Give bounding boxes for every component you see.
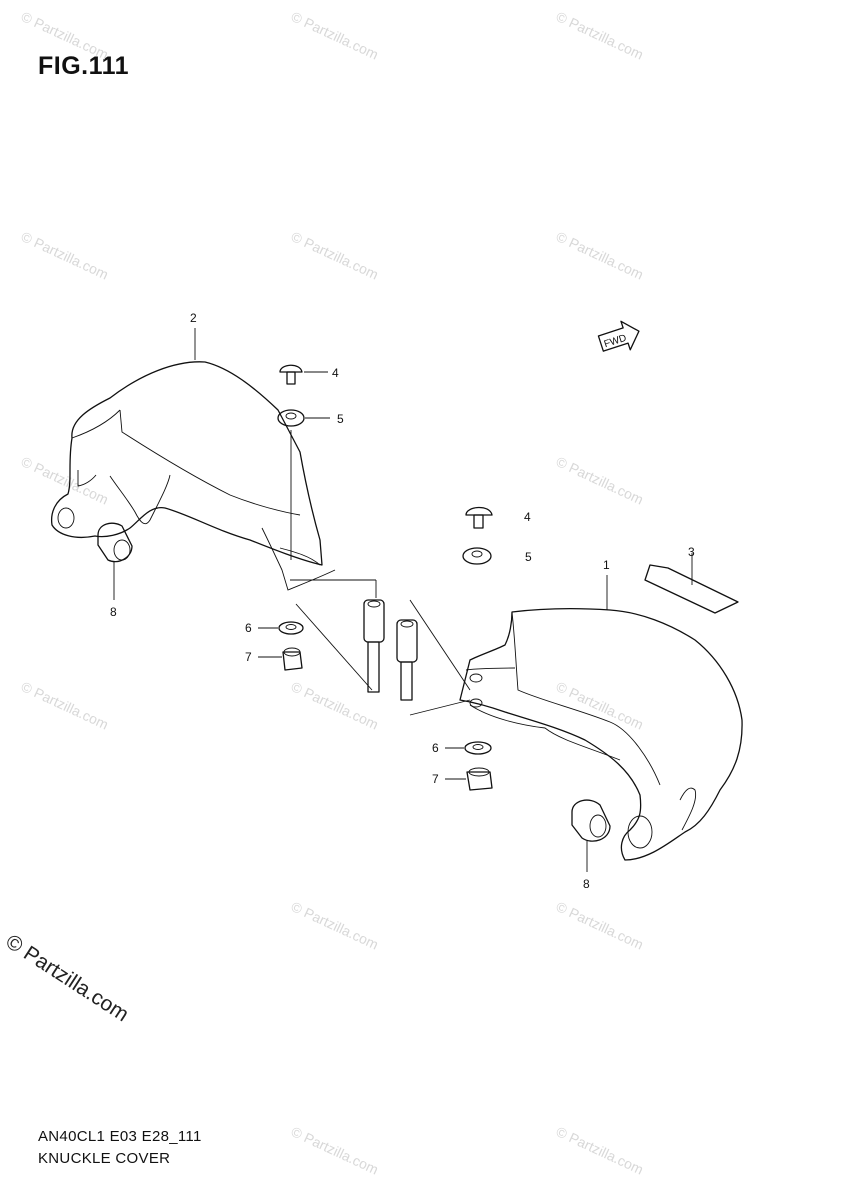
diagram-code: AN40CL1 E03 E28_111 xyxy=(38,1128,202,1145)
callout-2: 2 xyxy=(190,311,197,325)
watermark: © Partzilla.com xyxy=(289,678,381,732)
callout-6: 6 xyxy=(432,741,439,755)
watermark: © Partzilla.com xyxy=(289,898,381,952)
callout-4: 4 xyxy=(524,510,531,524)
bolt-right xyxy=(396,599,471,716)
watermark: © Partzilla.com xyxy=(19,8,111,62)
pad-3 xyxy=(644,553,739,614)
nut-7-right xyxy=(445,767,493,791)
callout-3: 3 xyxy=(688,545,695,559)
left-cushion-8 xyxy=(97,522,133,600)
washer-6-right xyxy=(445,741,492,755)
forward-direction-arrow-icon: FWD xyxy=(597,320,640,352)
callout-6: 6 xyxy=(245,621,252,635)
figure-title: FIG.111 xyxy=(38,52,130,80)
washer-6-left xyxy=(258,621,304,635)
screw-4-upper-left xyxy=(279,364,328,385)
callout-7: 7 xyxy=(245,650,252,664)
callout-4: 4 xyxy=(332,366,339,380)
bolt-left xyxy=(290,579,385,693)
watermark: © Partzilla.com xyxy=(289,228,381,282)
callout-5: 5 xyxy=(337,412,344,426)
callout-8: 8 xyxy=(583,877,590,891)
watermark: © Partzilla.com xyxy=(554,8,646,62)
watermark: © Partzilla.com xyxy=(19,678,111,732)
watermark: © Partzilla.com xyxy=(19,453,111,507)
watermark: © Partzilla.com xyxy=(554,453,646,507)
watermark: © Partzilla.com xyxy=(554,228,646,282)
screw-4-upper-right xyxy=(465,506,493,529)
callout-labels: 2 4 5 4 5 3 1 8 6 7 6 7 8 xyxy=(110,311,695,891)
callout-8: 8 xyxy=(110,605,117,619)
watermark: © Partzilla.com xyxy=(289,1123,381,1177)
nut-7-left xyxy=(258,647,303,671)
watermark: © Partzilla.com xyxy=(19,228,111,282)
watermark: © Partzilla.com xyxy=(554,1123,646,1177)
washer-5-upper-right xyxy=(462,547,492,565)
right-knuckle-cover xyxy=(459,575,743,861)
watermark: © Partzilla.com xyxy=(554,678,646,732)
left-knuckle-cover xyxy=(50,328,336,591)
watermark: © Partzilla.com xyxy=(554,898,646,952)
watermark: © Partzilla.com xyxy=(289,8,381,62)
washer-5-upper-left xyxy=(277,409,330,560)
callout-5: 5 xyxy=(525,550,532,564)
right-cushion-8 xyxy=(571,799,611,872)
diagram-name: KNUCKLE COVER xyxy=(38,1150,171,1167)
callout-1: 1 xyxy=(603,558,610,572)
callout-7: 7 xyxy=(432,772,439,786)
